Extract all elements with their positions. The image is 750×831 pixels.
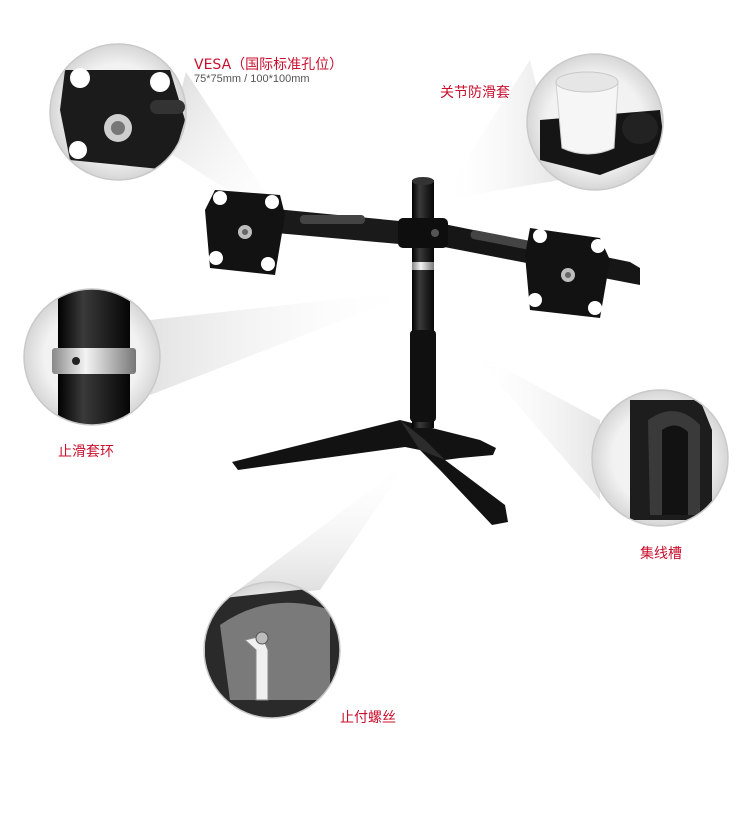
cable-channel-label: 集线槽	[640, 546, 682, 562]
vesa-sizes-label: 75*75mm / 100*100mm	[194, 73, 310, 85]
vesa-plate-right	[525, 228, 610, 318]
joint-sleeve-label: 关节防滑套	[440, 85, 510, 101]
vesa-detail-circle	[49, 43, 187, 181]
vesa-plate-left	[205, 190, 285, 275]
stop-screw-label: 止付螺丝	[340, 710, 396, 726]
joint-sleeve-detail-circle	[526, 53, 664, 191]
stop-screw-detail-circle	[203, 581, 341, 719]
stop-ring-detail-circle	[23, 288, 161, 426]
cable-channel-detail-circle	[591, 389, 729, 527]
light-beams	[150, 60, 600, 600]
stand-base	[232, 420, 508, 525]
stop-ring-label: 止滑套环	[58, 444, 114, 460]
stand-pole	[410, 177, 436, 428]
vesa-label: VESA（国际标准孔位）	[194, 57, 344, 73]
